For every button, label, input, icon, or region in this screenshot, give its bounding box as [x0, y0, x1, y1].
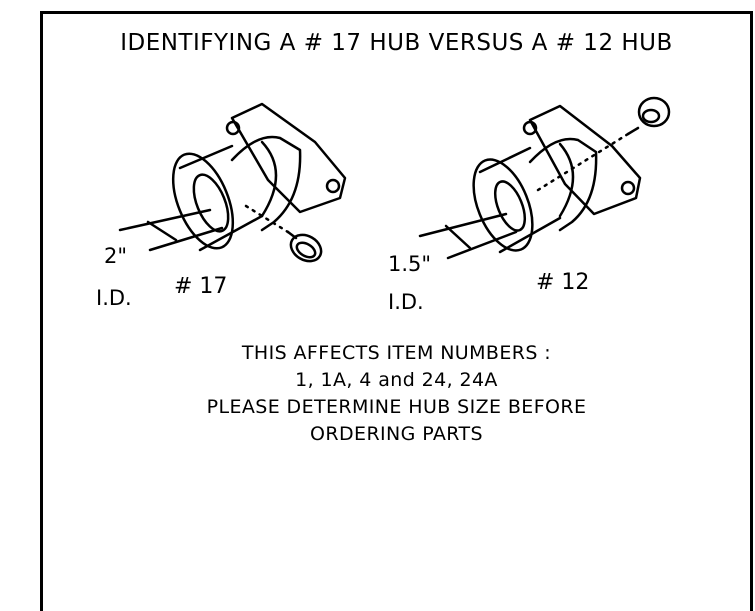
hub-12-size: 1.5"	[388, 252, 432, 276]
dimension-17	[118, 208, 224, 252]
hub-12-drawing	[472, 96, 671, 254]
note-line: THIS AFFECTS ITEM NUMBERS :	[241, 342, 552, 364]
note-line: 1, 1A, 4 and 24, 24A	[295, 369, 498, 391]
hub-12-number: # 12	[536, 270, 590, 295]
diagram-frame	[40, 11, 753, 611]
note-line: ORDERING PARTS	[310, 423, 483, 445]
notes-block: THIS AFFECTS ITEM NUMBERS : 1, 1A, 4 and…	[40, 340, 753, 448]
dimension-12	[418, 212, 518, 260]
hub-12-id-label: I.D.	[388, 290, 424, 314]
hub-17-size: 2"	[104, 244, 128, 268]
hub-17-number: # 17	[174, 274, 228, 299]
hub-17-id-label: I.D.	[96, 286, 132, 310]
note-line: PLEASE DETERMINE HUB SIZE BEFORE	[206, 396, 587, 418]
hub-17-drawing	[171, 102, 347, 263]
diagram-title: IDENTIFYING A # 17 HUB VERSUS A # 12 HUB	[120, 30, 673, 56]
